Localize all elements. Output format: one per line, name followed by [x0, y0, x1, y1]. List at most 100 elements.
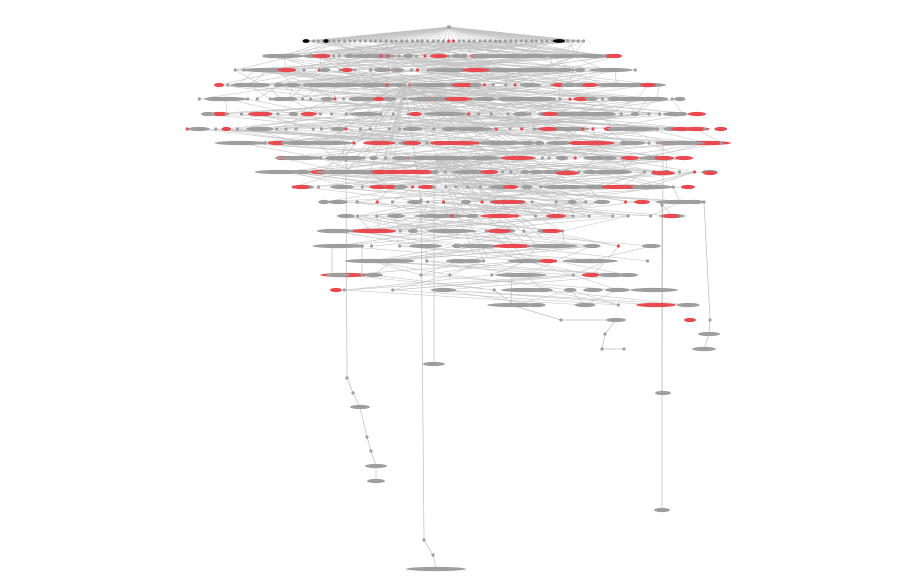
graph-node[interactable]	[294, 127, 298, 131]
graph-node[interactable]	[414, 54, 418, 58]
graph-node[interactable]	[273, 82, 285, 88]
graph-node[interactable]	[503, 39, 507, 43]
graph-node[interactable]	[312, 243, 365, 249]
graph-node[interactable]	[305, 156, 310, 160]
graph-node[interactable]	[604, 287, 631, 293]
graph-node[interactable]	[572, 53, 610, 59]
graph-node[interactable]	[466, 155, 501, 161]
graph-node[interactable]	[677, 170, 682, 174]
highlighted-node[interactable]	[480, 213, 520, 219]
graph-node[interactable]	[369, 39, 373, 43]
highlighted-node[interactable]	[542, 111, 558, 117]
graph-node[interactable]	[500, 170, 505, 174]
graph-node[interactable]	[501, 287, 549, 293]
graph-node[interactable]	[356, 214, 360, 218]
graph-node[interactable]	[540, 39, 544, 43]
graph-node[interactable]	[444, 185, 448, 189]
highlighted-node[interactable]	[568, 97, 572, 101]
graph-node[interactable]	[387, 213, 405, 219]
graph-node[interactable]	[658, 112, 662, 116]
graph-node[interactable]	[338, 68, 342, 72]
graph-node[interactable]	[660, 203, 664, 207]
graph-node[interactable]	[555, 155, 569, 161]
highlighted-node[interactable]	[546, 213, 566, 219]
graph-node[interactable]	[371, 273, 375, 277]
highlighted-node[interactable]	[651, 170, 675, 176]
graph-node[interactable]	[337, 213, 355, 219]
highlighted-node[interactable]	[490, 199, 526, 205]
highlighted-node[interactable]	[300, 111, 317, 117]
graph-node[interactable]	[611, 214, 615, 218]
graph-node[interactable]	[685, 199, 704, 205]
graph-node[interactable]	[506, 68, 510, 72]
highlighted-node[interactable]	[373, 96, 385, 102]
highlighted-node[interactable]	[362, 140, 396, 146]
graph-node[interactable]	[509, 170, 513, 174]
highlighted-node[interactable]	[502, 184, 519, 190]
highlighted-node[interactable]	[363, 228, 397, 234]
graph-node[interactable]	[419, 127, 423, 131]
graph-node[interactable]	[583, 287, 603, 293]
graph-node[interactable]	[188, 126, 210, 132]
graph-node[interactable]	[506, 112, 510, 116]
graph-node[interactable]	[319, 67, 331, 73]
graph-node[interactable]	[644, 127, 648, 131]
graph-node[interactable]	[408, 243, 443, 249]
graph-node[interactable]	[605, 169, 633, 175]
graph-node[interactable]	[674, 96, 686, 102]
highlighted-node[interactable]	[654, 155, 674, 161]
graph-node[interactable]	[319, 127, 323, 131]
highlighted-node[interactable]	[444, 140, 480, 146]
graph-node[interactable]	[612, 126, 659, 132]
graph-node[interactable]	[457, 112, 461, 116]
highlighted-node[interactable]	[292, 68, 296, 72]
graph-node[interactable]	[384, 156, 388, 160]
graph-node[interactable]	[408, 228, 418, 234]
graph-node[interactable]	[494, 39, 498, 43]
graph-node[interactable]	[253, 141, 257, 145]
graph-node[interactable]	[514, 39, 518, 43]
graph-node[interactable]	[554, 200, 558, 204]
highlighted-node[interactable]	[462, 67, 490, 73]
graph-node[interactable]	[571, 273, 576, 277]
highlighted-node[interactable]	[482, 83, 487, 87]
graph-node[interactable]	[492, 288, 496, 292]
graph-node[interactable]	[655, 127, 660, 131]
graph-node[interactable]	[384, 39, 388, 43]
graph-node[interactable]	[360, 185, 364, 189]
graph-node[interactable]	[597, 54, 601, 58]
graph-node[interactable]	[558, 97, 562, 101]
graph-node[interactable]	[458, 68, 462, 72]
graph-node[interactable]	[526, 243, 578, 249]
graph-node[interactable]	[641, 243, 661, 249]
graph-node[interactable]	[676, 302, 700, 308]
graph-node[interactable]	[402, 97, 407, 101]
graph-node[interactable]	[432, 185, 436, 189]
graph-node[interactable]	[507, 258, 546, 264]
graph-node[interactable]	[391, 288, 395, 292]
highlighted-node[interactable]	[209, 111, 230, 117]
graph-node[interactable]	[282, 96, 297, 102]
graph-node[interactable]	[275, 127, 279, 131]
graph-node[interactable]	[431, 39, 435, 43]
highlighted-node[interactable]	[214, 82, 225, 88]
graph-node[interactable]	[312, 39, 316, 43]
highlighted-node[interactable]	[581, 127, 585, 131]
highlighted-node[interactable]	[341, 67, 353, 73]
graph-node[interactable]	[233, 68, 237, 72]
graph-node[interactable]	[330, 273, 334, 277]
graph-node[interactable]	[318, 199, 330, 205]
graph-node[interactable]	[226, 83, 230, 87]
highlighted-node[interactable]	[369, 184, 388, 190]
graph-node[interactable]	[214, 140, 266, 146]
graph-node[interactable]	[510, 273, 514, 277]
graph-node[interactable]	[633, 68, 637, 72]
graph-node[interactable]	[402, 53, 414, 59]
graph-node[interactable]	[581, 39, 586, 43]
highlighted-node[interactable]	[675, 155, 693, 161]
graph-node[interactable]	[311, 127, 315, 131]
graph-node[interactable]	[427, 67, 476, 73]
graph-node[interactable]	[289, 170, 293, 174]
graph-node[interactable]	[400, 39, 404, 43]
graph-node[interactable]	[343, 39, 347, 43]
